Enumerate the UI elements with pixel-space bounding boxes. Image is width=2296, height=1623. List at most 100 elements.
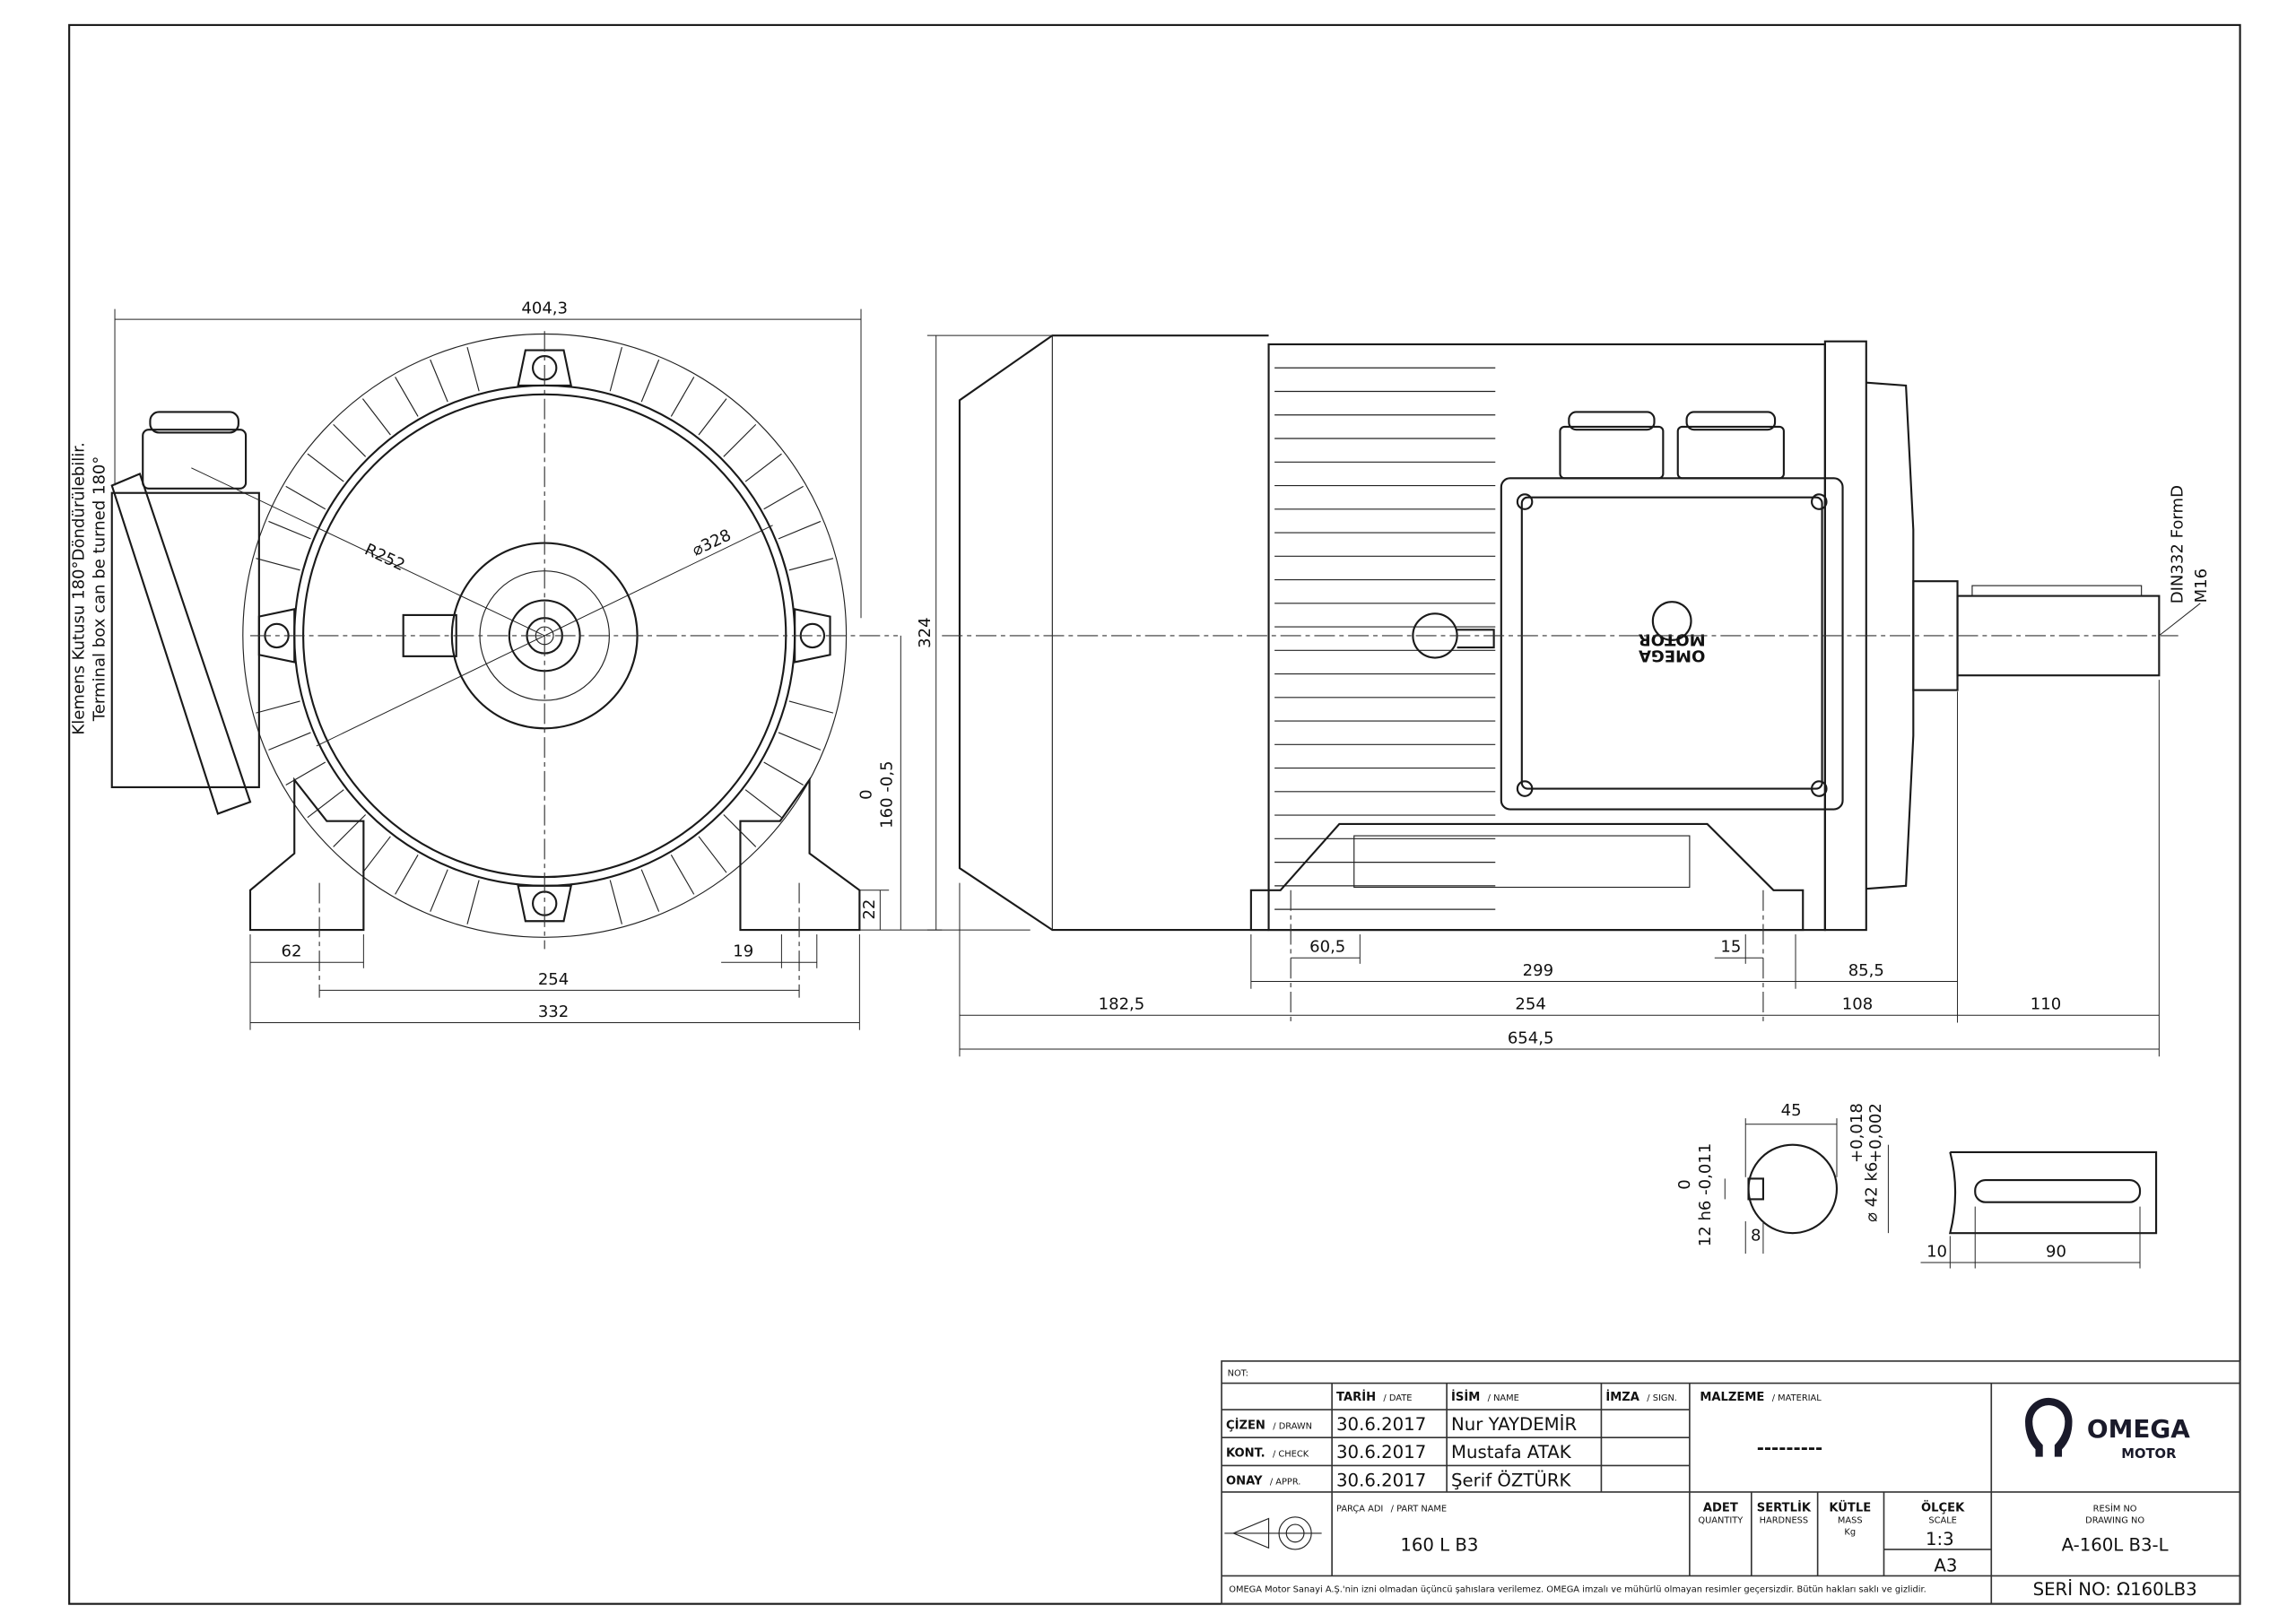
material-value: ---------	[1757, 1437, 1823, 1458]
dim-160: 0 160 -0,5	[857, 635, 901, 931]
fan-cover	[958, 334, 1269, 932]
fin	[361, 398, 391, 436]
svg-text:324: 324	[916, 617, 935, 647]
omega-logo: OMEGA MOTOR	[2025, 1397, 2190, 1462]
fin	[698, 398, 727, 436]
svg-text:OMEGA: OMEGA	[1639, 646, 1705, 664]
keyway-slot	[1974, 1178, 2142, 1203]
svg-text:ONAY / APPR.: ONAY / APPR.	[1226, 1464, 1300, 1491]
fin	[256, 700, 300, 714]
note-label: NOT:	[1228, 1368, 1248, 1378]
fin	[744, 789, 782, 819]
col-sign: İMZA / SIGN.	[1605, 1380, 1677, 1407]
shaft-detail: 45 +0,018 +0,002 ⌀ 42 k6 0 12 h6 -0,011 …	[1675, 1101, 2158, 1269]
svg-text:654,5: 654,5	[1508, 1028, 1554, 1047]
fin	[763, 485, 804, 510]
svg-text:10: 10	[1926, 1242, 1947, 1261]
fin	[609, 880, 622, 924]
terminal-box	[110, 491, 260, 788]
disclaimer: OMEGA Motor Sanayi A.Ş.'nin izni olmadan…	[1229, 1585, 1926, 1595]
note-terminal-box-tr: Klemens Kutusu 180°Döndürülebilir.	[70, 442, 89, 734]
fin	[395, 855, 419, 895]
svg-text:DRAWING NO: DRAWING NO	[2085, 1515, 2144, 1525]
svg-text:⌀ 42 k6: ⌀ 42 k6	[1862, 1162, 1881, 1222]
motor-frame	[1267, 343, 1826, 932]
svg-text:62: 62	[281, 942, 301, 961]
fin	[395, 377, 419, 417]
fin	[778, 520, 822, 540]
front-view: 404,3 R252 ⌀328 Klemens Kutusu 180°Döndü…	[70, 299, 943, 1030]
svg-text:110: 110	[2031, 995, 2061, 1014]
projection-symbol-icon	[1224, 1516, 1322, 1550]
svg-text:RESİM NO: RESİM NO	[2093, 1502, 2137, 1514]
fin	[788, 558, 834, 571]
material-label: MALZEME / MATERIAL	[1700, 1380, 1822, 1407]
dim-bottom: 62 19 254 332	[249, 882, 860, 1030]
side-terminal-box	[1500, 477, 1844, 811]
part-name: 160 L B3	[1400, 1535, 1478, 1556]
svg-text:30.6.2017: 30.6.2017	[1336, 1470, 1426, 1490]
svg-text:45: 45	[1781, 1101, 1802, 1120]
svg-text:0: 0	[857, 789, 875, 799]
svg-text:30.6.2017: 30.6.2017	[1336, 1414, 1426, 1435]
signoff-row-approved: ONAY / APPR. 30.6.2017 Şerif ÖZTÜRK	[1226, 1464, 1572, 1491]
svg-text:QUANTITY: QUANTITY	[1698, 1515, 1744, 1525]
signoff-row-drawn: ÇİZEN / DRAWN 30.6.2017 Nur YAYDEMİR	[1226, 1408, 1577, 1435]
paper-size: A3	[1934, 1556, 1957, 1576]
fin	[430, 359, 448, 403]
fin	[723, 423, 757, 457]
side-view: OMEGA MOTOR 324 DIN332 FormD M16 60,5	[916, 334, 2211, 1057]
svg-text:160 -0,5: 160 -0,5	[877, 760, 896, 828]
svg-text:8: 8	[1751, 1226, 1761, 1245]
svg-text:15: 15	[1720, 938, 1741, 957]
svg-text:SCALE: SCALE	[1928, 1515, 1957, 1525]
svg-text:12 h6 -0,011: 12 h6 -0,011	[1696, 1143, 1715, 1247]
svg-text:OMEGA: OMEGA	[2087, 1414, 2190, 1444]
svg-text:SERTLİK: SERTLİK	[1757, 1500, 1812, 1515]
fin	[333, 423, 367, 457]
svg-text:332: 332	[538, 1002, 569, 1021]
svg-text:ÇİZEN / DRAWN: ÇİZEN / DRAWN	[1226, 1408, 1312, 1435]
fin	[307, 789, 344, 819]
dim-label: 404,3	[521, 299, 568, 318]
title-block: NOT: TARİH / DATE İSİM / NAME İMZA / SIG…	[1221, 1360, 2241, 1605]
cable-gland	[142, 429, 248, 490]
fin	[670, 377, 695, 417]
dim-radius: R252	[361, 540, 407, 575]
serial-number: SERİ NO: Ω160LB3	[2033, 1579, 2197, 1600]
foot-left	[248, 777, 365, 932]
drawing-border	[68, 23, 2241, 1605]
fin	[788, 700, 834, 714]
fin	[670, 855, 695, 895]
fin	[466, 880, 480, 924]
signoff-row-check: KONT. / CHECK 30.6.2017 Mustafa ATAK	[1226, 1442, 1572, 1462]
terminal-box-cover	[110, 472, 252, 815]
svg-text:254: 254	[538, 970, 569, 989]
scale-value: 1:3	[1926, 1529, 1954, 1549]
svg-text:108: 108	[1842, 995, 1873, 1014]
fin	[763, 761, 804, 785]
svg-text:MASS: MASS	[1838, 1515, 1863, 1525]
shaft-side	[1948, 1150, 2158, 1235]
svg-text:ÖLÇEK: ÖLÇEK	[1921, 1500, 1965, 1515]
svg-text:MOTOR: MOTOR	[2121, 1446, 2177, 1462]
fin	[609, 346, 622, 392]
side-dims: 60,5 15 299 85,5 182,5 254 108 110 654,5	[959, 680, 2160, 1057]
svg-text:30.6.2017: 30.6.2017	[1336, 1442, 1426, 1462]
foot-right	[739, 777, 861, 932]
fin	[640, 359, 660, 403]
note-terminal-box-en: Terminal box can be turned 180°	[91, 456, 109, 723]
svg-text:Nur YAYDEMİR: Nur YAYDEMİR	[1451, 1414, 1577, 1435]
svg-text:Mustafa ATAK: Mustafa ATAK	[1451, 1442, 1572, 1462]
part-name-label: PARÇA ADI / PART NAME	[1336, 1490, 1447, 1517]
side-feet	[1249, 822, 1805, 932]
cooling-fins	[256, 346, 834, 924]
fin	[268, 732, 311, 751]
svg-text:Şerif ÖZTÜRK: Şerif ÖZTÜRK	[1451, 1470, 1571, 1490]
svg-text:+0,018: +0,018	[1848, 1103, 1866, 1163]
drawing-number: A-160L B3-L	[2062, 1535, 2169, 1556]
svg-text:85,5: 85,5	[1848, 961, 1884, 980]
svg-text:MOTOR: MOTOR	[1639, 629, 1706, 648]
frame-ribs	[1274, 367, 1496, 910]
